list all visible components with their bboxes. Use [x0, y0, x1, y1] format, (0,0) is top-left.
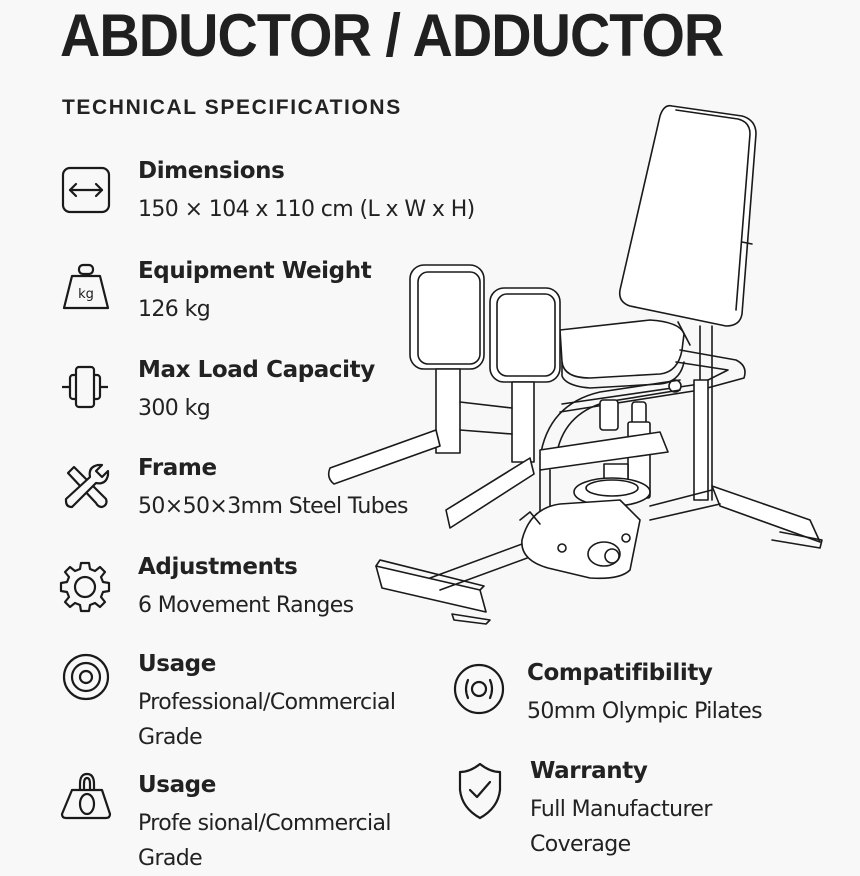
page-title: ABDUCTOR / ADDUCTOR — [60, 2, 724, 69]
section-subtitle: TECHNICAL SPECIFICATIONS — [62, 96, 402, 119]
spec-value: Full Manufacturer Coverage — [530, 797, 712, 857]
kg-weight-icon: kg — [62, 263, 110, 310]
spec-value: Professional/Commercial Grade — [138, 690, 396, 750]
spec-label: Usage — [138, 772, 216, 798]
spec-label: Usage — [138, 651, 216, 677]
gear-icon — [59, 561, 111, 613]
spec-value: 50×50×3mm Steel Tubes — [138, 494, 408, 519]
spec-value: 150 × 104 x 110 cm (L x W x H) — [138, 197, 475, 222]
barbell-plate-icon — [62, 365, 108, 409]
wrench-screwdriver-icon — [64, 463, 110, 509]
spec-label: Adjustments — [138, 554, 298, 580]
olympic-plate-icon — [453, 663, 505, 715]
spec-value: 50mm Olympic Pilates — [527, 699, 763, 724]
machine-illustration — [327, 104, 823, 625]
spec-value: Profe sional/Commercial Grade — [138, 811, 392, 871]
svg-text:kg: kg — [78, 287, 94, 302]
spec-value: 126 kg — [138, 297, 211, 322]
spec-label: Equipment Weight — [138, 258, 372, 284]
spec-label: Frame — [138, 455, 217, 481]
spec-label: Compatifibility — [527, 660, 713, 686]
spec-value: 6 Movement Ranges — [138, 593, 354, 618]
bag-lock-icon — [60, 772, 112, 820]
spec-label: Warranty — [530, 758, 648, 784]
shield-check-icon — [458, 762, 502, 820]
dimensions-arrows-icon — [61, 166, 111, 214]
spec-value: 300 kg — [138, 396, 211, 421]
target-icon — [62, 653, 110, 701]
spec-label: Max Load Capacity — [138, 357, 375, 383]
spec-label: Dimensions — [138, 158, 285, 184]
